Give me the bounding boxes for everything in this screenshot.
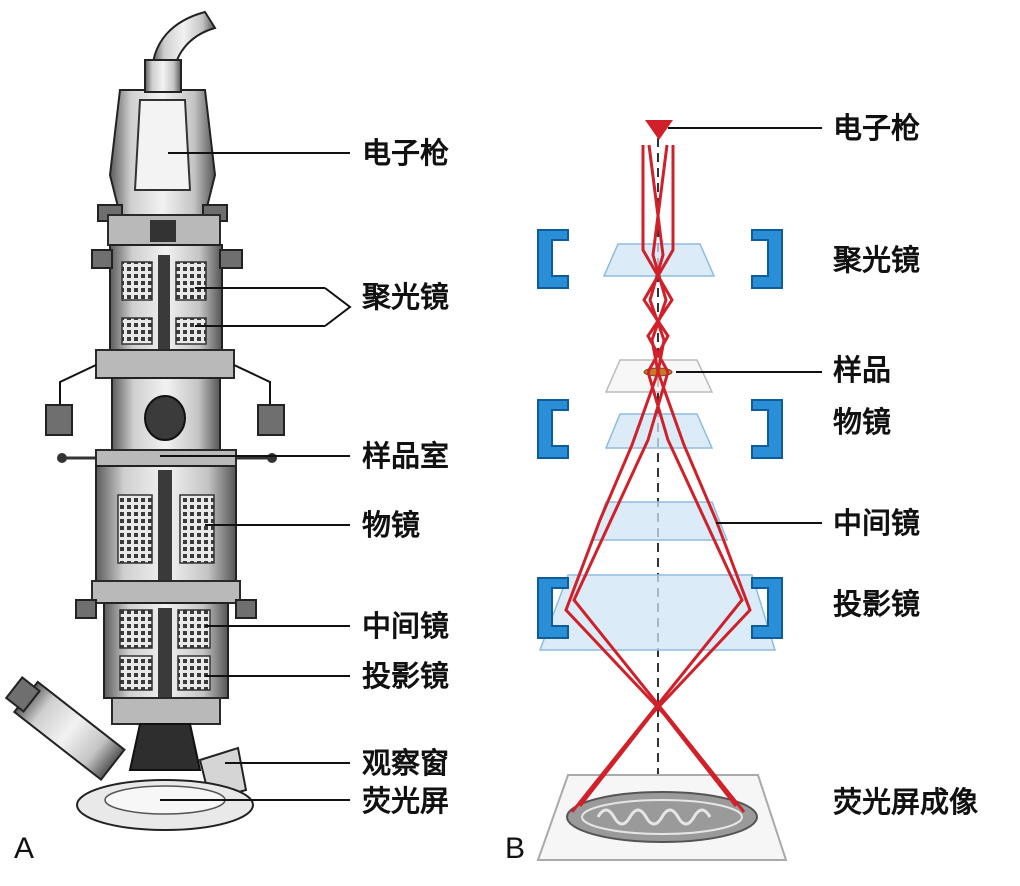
label-a-screen: 荧光屏 [362, 784, 449, 818]
label-b-screen-image: 荧光屏成像 [833, 785, 978, 819]
label-a-condenser: 聚光镜 [361, 280, 449, 314]
objective-lens-plate [606, 414, 712, 448]
label-a-intermediate: 中间镜 [362, 609, 449, 643]
label-b-specimen: 样品 [833, 353, 891, 387]
label-b-projector: 投影镜 [833, 587, 920, 621]
ray-schematic [538, 120, 786, 860]
label-b-electron-gun: 电子枪 [833, 111, 920, 145]
panel-a-letter: A [14, 832, 34, 865]
electron-source-icon [645, 120, 673, 140]
label-a-viewing-window: 观察窗 [362, 746, 449, 780]
label-a-projector: 投影镜 [362, 659, 449, 693]
label-b-objective: 物镜 [833, 405, 891, 439]
microscope-column [3, 12, 284, 830]
label-a-electron-gun: 电子枪 [362, 136, 449, 170]
panel-b-letter: B [505, 832, 525, 865]
label-b-condenser: 聚光镜 [832, 243, 920, 277]
label-b-intermediate: 中间镜 [833, 506, 920, 540]
label-a-objective: 物镜 [362, 508, 420, 542]
label-a-specimen-chamber: 样品室 [362, 439, 449, 473]
